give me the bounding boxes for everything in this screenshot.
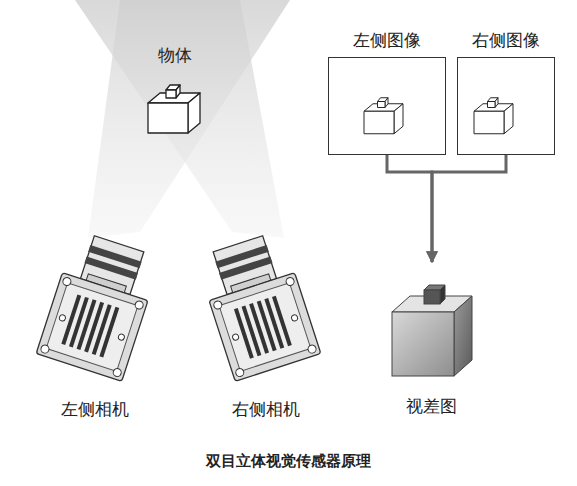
image-frame: 左侧图像 [328, 57, 446, 155]
image-frame: 右侧图像 [457, 57, 555, 155]
disparity-map: 视差图 [376, 262, 486, 420]
left-camera [36, 230, 162, 381]
camera-label: 左侧相机 [61, 398, 129, 421]
flow-arrow [432, 155, 506, 262]
right-camera [195, 230, 321, 381]
figure-caption: 双目立体视觉传感器原理 [0, 452, 577, 471]
right-beam [75, 0, 284, 238]
object-label: 物体 [158, 44, 192, 67]
left-image-object [364, 98, 403, 134]
image-title: 右侧图像 [472, 29, 540, 52]
image-title: 左侧图像 [353, 29, 421, 52]
disparity-map-3d [392, 285, 472, 376]
object [148, 85, 200, 133]
node-label: 视差图 [406, 395, 457, 418]
flow-arrow [387, 155, 432, 262]
right-image-object [474, 98, 513, 134]
camera-label: 右侧相机 [232, 398, 300, 421]
